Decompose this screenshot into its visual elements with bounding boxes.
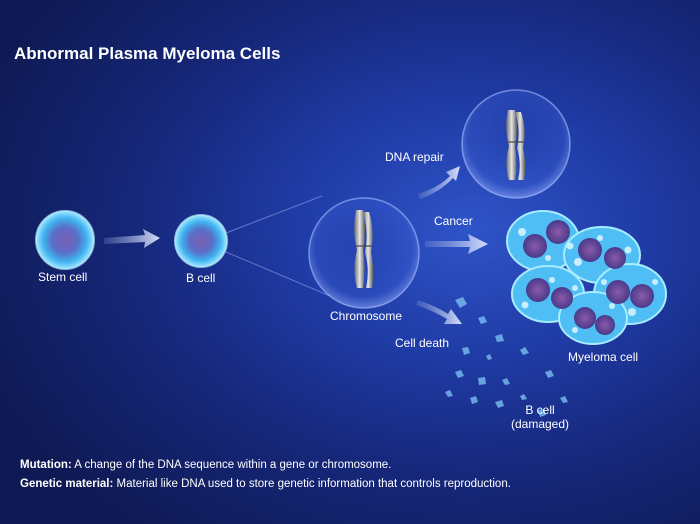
definition-term: Genetic material: [20,478,114,490]
chromosome-icon [354,210,374,288]
label-stem-cell: Stem cell [38,270,88,284]
definition-text: A change of the DNA sequence within a ge… [74,459,392,471]
label-myeloma-cell: Myeloma cell [568,350,639,364]
definition-genetic-material: Genetic material: Material like DNA used… [20,475,511,494]
dna-repair-bubble [461,89,571,199]
label-b-cell-damaged: B cell (damaged) [510,403,570,431]
arrow-cell-death [416,300,462,324]
arrow-dna-repair [418,166,460,199]
label-b-cell-damaged-line2: (damaged) [510,417,570,431]
myeloma-cell-cluster [506,210,667,345]
b-cell-icon [174,214,228,268]
label-cell-death: Cell death [395,336,450,350]
definitions: Mutation: A change of the DNA sequence w… [20,456,511,494]
definition-mutation: Mutation: A change of the DNA sequence w… [20,456,511,475]
label-chromosome: Chromosome [330,309,403,323]
page-title: Abnormal Plasma Myeloma Cells [14,44,281,63]
definition-text: Material like DNA used to store genetic … [116,478,511,490]
label-b-cell-damaged-line1: B cell [525,403,555,417]
label-dna-repair: DNA repair [385,150,444,164]
arrow-cancer [425,234,488,254]
arrow-stem-to-bcell [104,229,160,248]
damaged-cell-fragments [445,297,568,417]
label-cancer: Cancer [434,214,473,228]
repaired-chromosome-icon [506,110,526,180]
label-b-cell: B cell [186,271,216,285]
zoom-lines [225,195,331,297]
chromosome-bubble [308,197,420,309]
stem-cell-icon [35,210,95,270]
definition-term: Mutation: [20,459,72,471]
